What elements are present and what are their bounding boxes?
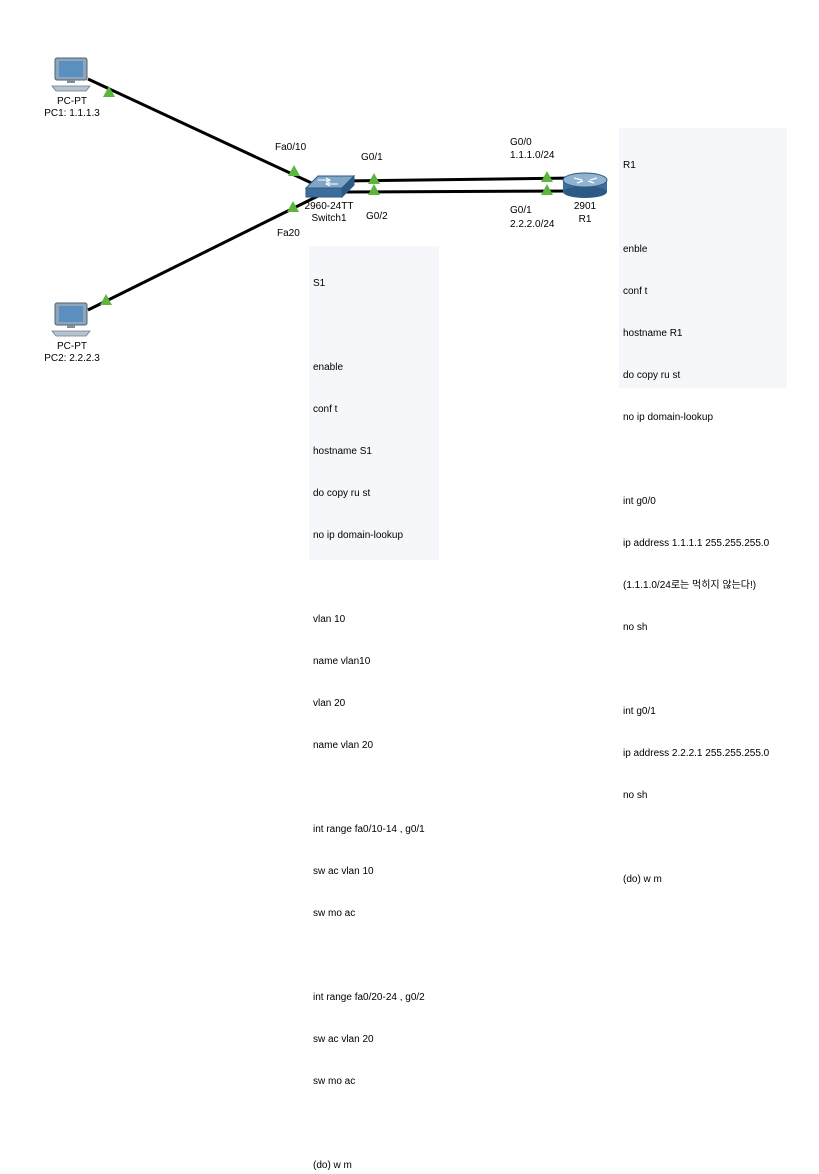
pc1-icon[interactable]: [51, 57, 91, 92]
link-up-indicator-sw-fa0-20: [287, 201, 299, 212]
link-switch-router-g0-1[interactable]: [341, 189, 576, 194]
note-line: conf t: [623, 286, 648, 297]
link-up-indicator-pc2: [100, 294, 112, 305]
link-pc2-switch[interactable]: [87, 194, 319, 312]
router-model-label: 2901: [573, 201, 597, 212]
pc2-name-label: PC2: 2.2.2.3: [44, 353, 100, 364]
note-line: enble: [623, 244, 648, 255]
note-line: name vlan 20: [313, 740, 374, 751]
note-line: [623, 201, 783, 215]
note-line: [313, 949, 435, 963]
note-line: sw mo ac: [313, 908, 356, 919]
note-line: R1: [623, 160, 636, 171]
note-line: [623, 831, 783, 845]
note-line: (do) w m: [623, 874, 662, 885]
note-line: no ip domain-lookup: [313, 530, 404, 541]
note-line: sw ac vlan 10: [313, 866, 374, 877]
note-line: [313, 571, 435, 585]
link-up-indicator-r-g0-0: [541, 171, 553, 182]
note-line: hostname S1: [313, 446, 372, 457]
note-line: (1.1.1.0/24로는 먹히지 않는다!): [623, 580, 757, 591]
note-line: do copy ru st: [313, 488, 371, 499]
port-label-r-g0-1-network: 2.2.2.0/24: [510, 219, 555, 230]
pc2-type-label: PC-PT: [57, 341, 87, 352]
note-line: [623, 663, 783, 677]
r1-config-note: R1 enble conf t hostname R1 do copy ru s…: [619, 128, 787, 885]
port-label-sw-fa0-10: Fa0/10: [275, 142, 307, 153]
note-line: vlan 10: [313, 614, 346, 625]
link-up-indicator-sw-g0-1: [368, 173, 380, 184]
note-line: no sh: [623, 622, 648, 633]
note-line: [623, 453, 783, 467]
link-pc1-switch[interactable]: [87, 77, 319, 188]
note-line: name vlan10: [313, 656, 371, 667]
link-up-indicator-pc1: [103, 86, 115, 97]
note-line: enable: [313, 362, 344, 373]
note-line: int range fa0/20-24 , g0/2: [313, 992, 425, 1003]
note-line: conf t: [313, 404, 338, 415]
switch-name-label: Switch1: [311, 213, 347, 224]
note-line: int range fa0/10-14 , g0/1: [313, 824, 425, 835]
port-label-sw-g0-1: G0/1: [361, 152, 383, 163]
pc1-name-label: PC1: 1.1.1.3: [44, 108, 100, 119]
port-label-r-g0-0: G0/0: [510, 137, 532, 148]
note-line: no ip domain-lookup: [623, 412, 714, 423]
network-topology: [51, 57, 608, 337]
note-line: [313, 781, 435, 795]
note-line: do copy ru st: [623, 370, 681, 381]
note-line: [313, 1117, 435, 1131]
link-switch-router-g0-0[interactable]: [341, 176, 576, 183]
port-label-sw-g0-2: G0/2: [366, 211, 388, 222]
note-line: (do) w m: [313, 1160, 352, 1171]
link-up-indicator-sw-fa0-10: [288, 165, 300, 176]
note-line: sw mo ac: [313, 1076, 356, 1087]
note-line: S1: [313, 278, 326, 289]
switch-model-label: 2960-24TT: [304, 201, 354, 212]
pc1-type-label: PC-PT: [57, 96, 87, 107]
note-line: sw ac vlan 20: [313, 1034, 374, 1045]
link-up-indicator-r-g0-1: [541, 184, 553, 195]
link-up-indicator-sw-g0-2: [368, 184, 380, 195]
port-label-r-g0-1: G0/1: [510, 205, 532, 216]
router-icon[interactable]: [562, 172, 608, 198]
note-line: no sh: [623, 790, 648, 801]
switch-icon[interactable]: [304, 174, 356, 199]
router-name-label: R1: [578, 214, 592, 225]
note-line: ip address 1.1.1.1 255.255.255.0: [623, 538, 770, 549]
s1-config-note: S1 enable conf t hostname S1 do copy ru …: [309, 246, 439, 1171]
note-line: int g0/1: [623, 706, 656, 717]
note-line: [313, 319, 435, 333]
pc2-icon[interactable]: [51, 302, 91, 337]
port-label-r-g0-0-network: 1.1.1.0/24: [510, 150, 555, 161]
port-label-sw-fa0-20: Fa20: [277, 228, 300, 239]
note-line: vlan 20: [313, 698, 346, 709]
note-line: ip address 2.2.2.1 255.255.255.0: [623, 748, 770, 759]
note-line: hostname R1: [623, 328, 683, 339]
note-line: int g0/0: [623, 496, 656, 507]
